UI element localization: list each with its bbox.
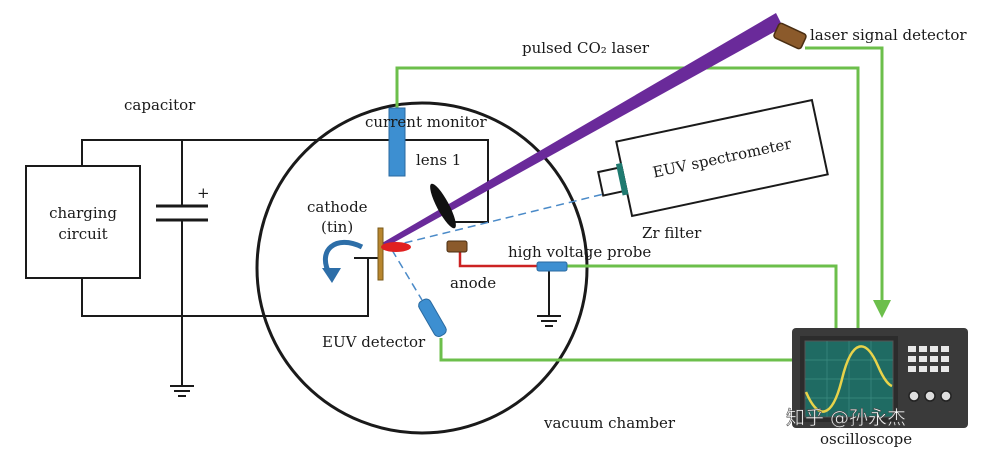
anode-component — [446, 240, 468, 253]
charging-circuit-box — [25, 165, 141, 279]
current-monitor-signal — [395, 66, 860, 330]
watermark-text: 知乎 @孙永杰 — [786, 407, 906, 429]
euv-detector-component — [418, 298, 447, 337]
oscilloscope-buttons — [908, 346, 949, 372]
euv-paths — [391, 189, 621, 301]
laser-signal-detector-component — [773, 22, 807, 50]
zr-filter-label: Zr filter — [642, 224, 702, 242]
capacitor-plus-sign: + — [197, 184, 210, 202]
ground-symbol-capacitor — [170, 385, 194, 397]
high-voltage-probe-label: high voltage probe — [508, 243, 651, 261]
oscilloscope — [792, 328, 968, 428]
charging-circuit-label-1: charging — [49, 204, 117, 222]
laser-beam — [382, 13, 783, 248]
lens-label: lens 1 — [416, 151, 461, 169]
vacuum-chamber-label: vacuum chamber — [543, 414, 676, 432]
signal-wires — [395, 46, 884, 362]
oscilloscope-knobs — [908, 390, 952, 402]
current-monitor-component — [388, 107, 406, 177]
ground-symbol-probe — [537, 315, 561, 327]
arrow-head-icon — [873, 300, 891, 318]
anode-label: anode — [450, 274, 496, 292]
wire-top — [81, 139, 489, 223]
rotation-arrow-head-icon — [322, 268, 341, 283]
cathode-label: cathode — [307, 198, 368, 216]
charging-circuit-label-2: circuit — [58, 225, 107, 243]
rotation-arrow-icon — [322, 240, 364, 277]
circuit-wires — [81, 139, 550, 386]
probe-signal — [567, 264, 838, 330]
cathode-electrode — [377, 227, 384, 281]
euv-detector-label: EUV detector — [322, 333, 426, 351]
oscilloscope-waveform — [804, 345, 893, 413]
current-monitor-label: current monitor — [365, 113, 488, 131]
laser-detector-signal — [805, 46, 884, 305]
high-voltage-probe-component — [536, 261, 568, 272]
probe-wire — [458, 249, 540, 268]
laser-signal-detector-label: laser signal detector — [810, 26, 967, 44]
capacitor-label: capacitor — [124, 96, 196, 114]
oscilloscope-label: oscilloscope — [820, 430, 912, 448]
lens-component — [430, 183, 456, 229]
euv-detector-signal — [439, 338, 800, 362]
euv-spectrometer: EUV spectrometer — [597, 98, 829, 218]
pulsed-laser-label: pulsed CO₂ laser — [522, 39, 650, 57]
wire-bottom — [81, 258, 369, 317]
zr-filter-component — [615, 162, 629, 196]
vacuum-chamber — [255, 101, 589, 435]
plasma-spot — [381, 242, 411, 252]
cathode-material-label: (tin) — [321, 218, 353, 236]
capacitor — [156, 204, 208, 222]
